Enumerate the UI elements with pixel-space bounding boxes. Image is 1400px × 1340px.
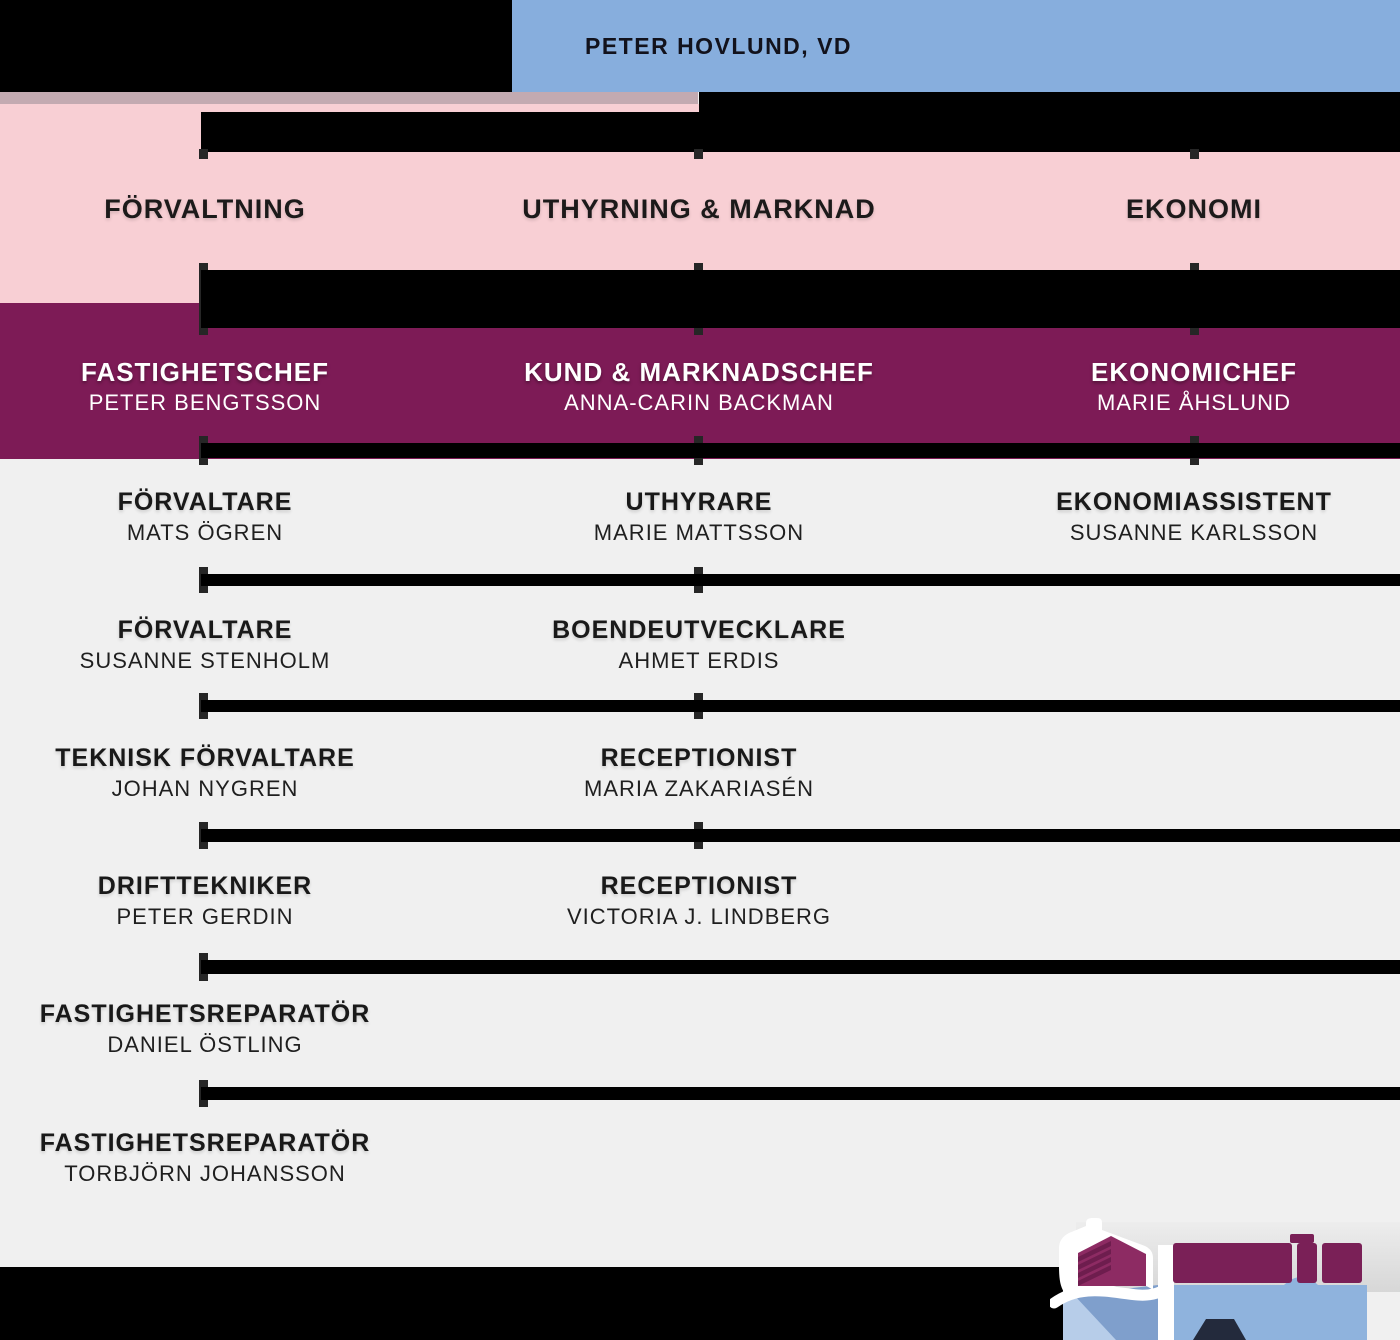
staff-name: MATS ÖGREN — [126, 520, 284, 545]
logo-building-stripe — [1078, 1241, 1111, 1262]
manager-name: PETER BENGTSSON — [88, 390, 322, 415]
connector-bar — [201, 443, 1400, 458]
connector-bar — [699, 92, 1400, 152]
manager-cell: KUND & MARKNADSCHEF ANNA-CARIN BACKMAN — [524, 357, 874, 417]
staff-cell: FASTIGHETSREPARATÖR DANIEL ÖSTLING — [40, 999, 371, 1059]
staff-cell: FASTIGHETSREPARATÖR TORBJÖRN JOHANSSON — [40, 1128, 371, 1188]
staff-name: PETER GERDIN — [116, 904, 294, 929]
logo-building-stripe — [1078, 1249, 1111, 1270]
staff-name: SUSANNE KARLSSON — [1069, 520, 1319, 545]
department-label: FÖRVALTNING — [104, 194, 306, 224]
staff-name: MARIE MATTSSON — [593, 520, 805, 545]
department-cell: UTHYRNING & MARKNAD — [522, 194, 875, 224]
staff-cell: RECEPTIONIST MARIA ZAKARIASÉN — [584, 743, 814, 803]
staff-name: SUSANNE STENHOLM — [79, 648, 331, 673]
logo-wordmark-block — [1173, 1243, 1292, 1283]
staff-title: FASTIGHETSREPARATÖR — [39, 1129, 371, 1157]
company-logo — [1050, 1218, 1400, 1340]
connector-bar — [201, 829, 1400, 842]
staff-name: VICTORIA J. LINDBERG — [566, 904, 832, 929]
connector-tick — [1190, 149, 1199, 159]
footer-black-band — [0, 1267, 1063, 1340]
ceo-label: PETER HOVLUND, VD — [585, 32, 853, 59]
connector-tick — [694, 149, 703, 159]
staff-title: DRIFTTEKNIKER — [97, 872, 313, 900]
staff-cell: FÖRVALTARE MATS ÖGREN — [118, 487, 293, 547]
staff-cell: BOENDEUTVECKLARE AHMET ERDIS — [552, 615, 846, 675]
staff-cell: RECEPTIONIST VICTORIA J. LINDBERG — [567, 871, 831, 931]
manager-title: FASTIGHETSCHEF — [80, 357, 330, 387]
staff-name: DANIEL ÖSTLING — [107, 1032, 303, 1057]
connector-bar — [201, 1087, 1400, 1100]
staff-cell: DRIFTTEKNIKER PETER GERDIN — [98, 871, 312, 931]
staff-cell: TEKNISK FÖRVALTARE JOHAN NYGREN — [55, 743, 354, 803]
mauve-strip — [0, 92, 698, 104]
manager-name: MARIE ÅHSLUND — [1097, 390, 1291, 415]
staff-title: FASTIGHETSREPARATÖR — [39, 1000, 371, 1028]
manager-cell: EKONOMICHEF MARIE ÅHSLUND — [1091, 357, 1297, 417]
top-left-black-block — [0, 0, 512, 92]
logo-building-stripe — [1078, 1265, 1111, 1286]
staff-name: MARIA ZAKARIASÉN — [584, 776, 814, 801]
staff-cell: FÖRVALTARE SUSANNE STENHOLM — [80, 615, 331, 675]
department-label: EKONOMI — [1125, 194, 1263, 224]
staff-title: EKONOMIASSISTENT — [1056, 488, 1332, 516]
staff-cell: UTHYRARE MARIE MATTSSON — [594, 487, 804, 547]
connector-bar — [201, 112, 699, 152]
staff-title: TEKNISK FÖRVALTARE — [55, 744, 355, 772]
department-label: UTHYRNING & MARKNAD — [522, 194, 876, 224]
department-cell: FÖRVALTNING — [104, 194, 306, 224]
staff-cell: EKONOMIASSISTENT SUSANNE KARLSSON — [1056, 487, 1332, 547]
connector-bar — [201, 960, 1400, 974]
connector-tick — [199, 149, 208, 159]
staff-name: JOHAN NYGREN — [111, 776, 299, 801]
department-cell: EKONOMI — [1126, 194, 1262, 224]
connector-bar — [201, 574, 1400, 586]
manager-cell: FASTIGHETSCHEF PETER BENGTSSON — [81, 357, 329, 417]
staff-name: TORBJÖRN JOHANSSON — [64, 1161, 346, 1186]
ceo-box: PETER HOVLUND, VD — [512, 0, 1400, 92]
connector-bar — [201, 700, 1400, 712]
logo-wordmark-block — [1322, 1243, 1362, 1283]
staff-title: BOENDEUTVECKLARE — [552, 616, 846, 644]
logo-building-stripe — [1078, 1257, 1111, 1278]
staff-name: AHMET ERDIS — [618, 648, 780, 673]
manager-name: ANNA-CARIN BACKMAN — [564, 390, 834, 415]
staff-title: FÖRVALTARE — [117, 488, 293, 516]
connector-bar — [201, 270, 1400, 328]
logo-wordmark-block — [1290, 1234, 1314, 1243]
logo-dark-shadow — [1193, 1319, 1246, 1340]
staff-title: RECEPTIONIST — [600, 872, 798, 900]
logo-wordmark-block — [1297, 1243, 1317, 1283]
manager-title: KUND & MARKNADSCHEF — [524, 357, 874, 387]
staff-title: FÖRVALTARE — [117, 616, 293, 644]
staff-title: UTHYRARE — [625, 488, 773, 516]
staff-title: RECEPTIONIST — [600, 744, 798, 772]
manager-title: EKONOMICHEF — [1091, 357, 1297, 387]
